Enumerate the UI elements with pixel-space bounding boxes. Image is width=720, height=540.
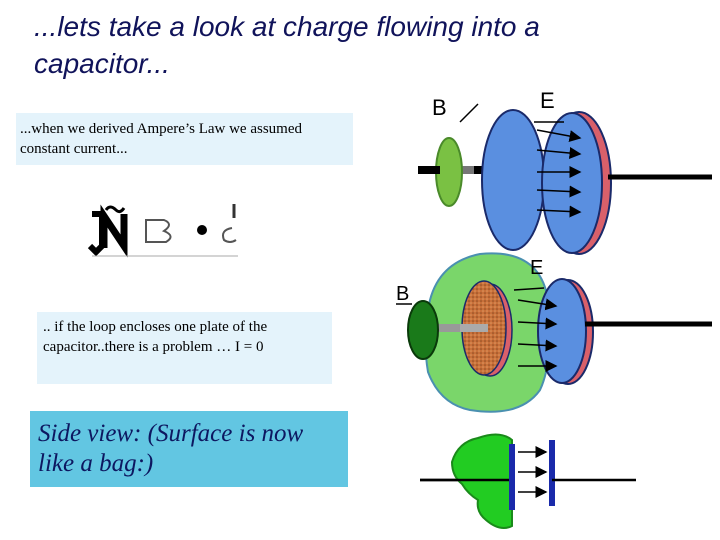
middle-capacitor-diagram: B E [396,252,712,413]
top-plate-right [541,112,603,254]
mid-e-label: E [530,257,543,279]
mid-ampere-loop [407,300,439,360]
ampere-note: ...when we derived Ampere’s Law we assum… [16,113,353,165]
mid-b-label: B [396,283,409,305]
top-plate-left [481,109,545,251]
top-b-label: B [432,95,447,120]
top-capacitor-diagram: B E [418,88,712,255]
side-view-diagram [420,433,636,529]
ampere-law-formula-fragment [87,204,238,258]
mid-plate-right [537,278,587,384]
side-view-caption: Side view: (Surface is now like a bag:) [30,411,348,487]
loop-note: .. if the loop encloses one plate of the… [37,312,332,384]
top-e-label: E [540,88,555,113]
slide-title: ...lets take a look at charge flowing in… [34,11,540,79]
